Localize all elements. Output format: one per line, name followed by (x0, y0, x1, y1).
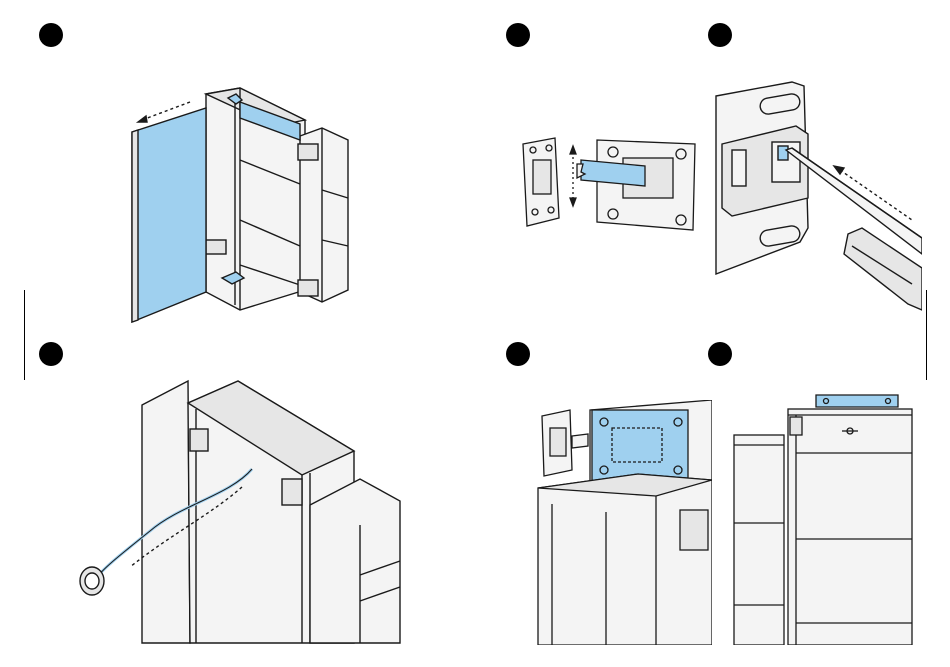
side-shelf-unit (310, 479, 400, 643)
step-6-illustration (730, 393, 915, 645)
step-2-illustration (515, 130, 715, 240)
wall-bracket (282, 479, 302, 505)
wall-bracket (190, 429, 208, 451)
main-tall-cabinet (788, 409, 912, 645)
left-cabinet (734, 435, 784, 645)
step-3-marker (708, 23, 732, 47)
step-4-marker (39, 342, 63, 366)
lower-cabinet (538, 474, 712, 645)
right-margin-rule (926, 290, 927, 380)
step-5-marker (506, 342, 530, 366)
adjust-screw-highlight (778, 146, 788, 160)
hinge-clip (298, 144, 318, 160)
step-6-marker (708, 342, 732, 366)
left-margin-rule (24, 290, 25, 380)
cabinet-back-panel (142, 381, 190, 643)
step-2-marker (506, 23, 530, 47)
step-1-illustration (110, 80, 370, 330)
step-4-illustration (70, 375, 410, 645)
step-1-marker (39, 23, 63, 47)
cabinet-door (132, 108, 206, 322)
hinge-clip (206, 240, 226, 254)
hinge-clip (298, 280, 318, 296)
step-5-illustration (530, 400, 712, 645)
hinge-bracket (790, 417, 802, 435)
step-3-illustration (712, 78, 922, 318)
